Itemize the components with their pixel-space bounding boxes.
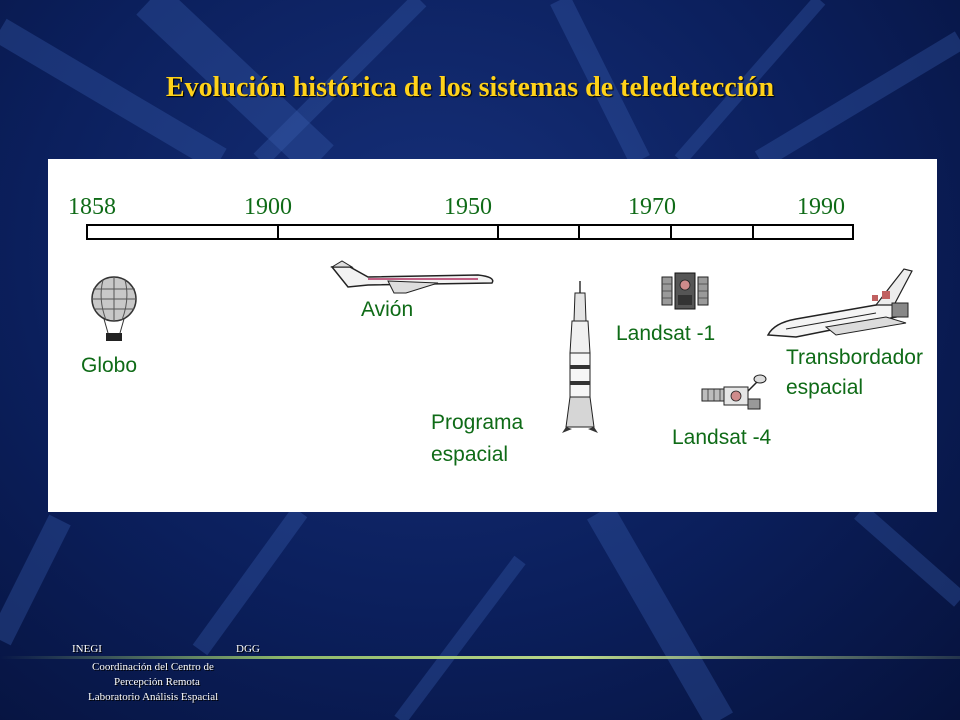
timeline-tick [578,226,580,238]
era-label-transbordador: Transbordador espacial [786,343,923,403]
era-label-globo: Globo [81,354,138,377]
year-label-1950: 1950 [444,194,492,220]
footer-line-1: Coordinación del Centro de [92,661,214,673]
era-label-programa: Programa espacial [431,407,523,471]
year-label-1858: 1858 [68,194,116,220]
timeline-tick [277,226,279,238]
era-label-landsat4: Landsat -4 [672,426,772,449]
era-label-programa-line2: espacial [431,443,509,466]
airplane-icon [330,260,494,294]
era-label-landsat1: Landsat -1 [616,322,716,345]
year-label-1900: 1900 [244,194,292,220]
timeline-panel: 1858 1900 1950 1970 1990 Globo Avión [48,159,937,512]
footer-line-2: Percepción Remota [114,676,200,688]
timeline-tick [752,226,754,238]
satellite-4-icon [701,374,767,410]
era-label-programa-line1: Programa [431,411,524,434]
footer-org-right: DGG [236,643,260,655]
footer-divider [0,656,960,659]
year-label-1970: 1970 [628,194,676,220]
satellite-icon [661,272,709,310]
slide-title: Evolución histórica de los sistemas de t… [165,72,775,103]
balloon-icon [91,276,137,341]
footer-line-3: Laboratorio Análisis Espacial [88,691,219,703]
era-label-transbordador-line2: espacial [786,376,864,399]
timeline-bar [86,224,854,240]
rocket-icon [562,281,598,433]
era-label-avion: Avión [361,298,414,321]
timeline-tick [670,226,672,238]
footer-org-left: INEGI [72,643,102,655]
timeline-tick [497,226,499,238]
era-label-transbordador-line1: Transbordador [786,346,923,369]
year-label-1990: 1990 [797,194,845,220]
space-shuttle-icon [766,268,913,338]
